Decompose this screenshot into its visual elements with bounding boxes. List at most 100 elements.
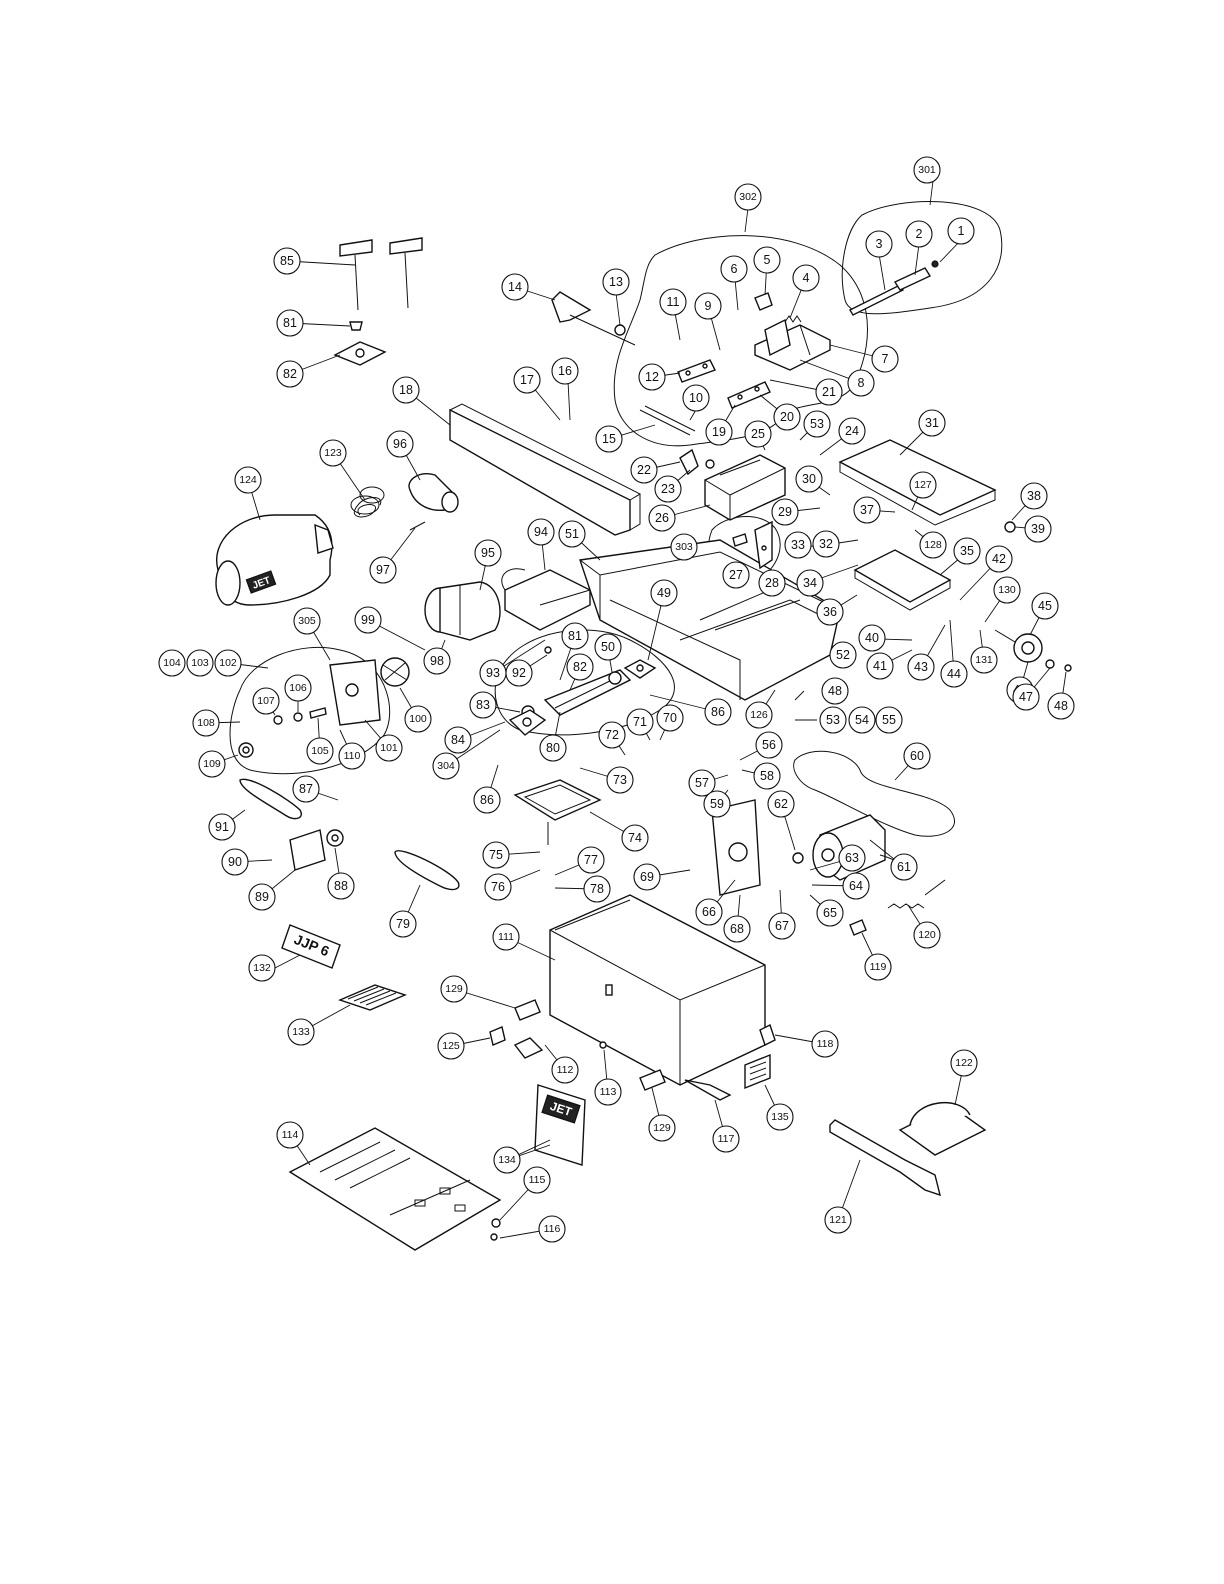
- svg-text:3: 3: [876, 237, 883, 251]
- svg-text:118: 118: [817, 1038, 834, 1050]
- callout-40: 40: [858, 624, 886, 652]
- callout-53-upper: 53: [803, 410, 831, 438]
- callout-53-lower: 53: [819, 706, 847, 734]
- svg-text:70: 70: [663, 711, 677, 725]
- svg-text:95: 95: [481, 546, 495, 560]
- logo-plate-134: JET: [534, 1084, 586, 1166]
- callout-8: 8: [847, 369, 875, 397]
- svg-text:47: 47: [1019, 690, 1033, 704]
- svg-text:52: 52: [836, 648, 850, 662]
- knob-112: [513, 1037, 544, 1059]
- callout-23: 23: [654, 475, 682, 503]
- callout-90: 90: [221, 848, 249, 876]
- svg-text:81: 81: [568, 629, 582, 643]
- t-handle-wrench-85: [339, 237, 423, 311]
- svg-text:22: 22: [637, 463, 651, 477]
- callout-48-right: 48: [1047, 692, 1075, 720]
- svg-text:32: 32: [819, 537, 833, 551]
- callout-60: 60: [903, 742, 931, 770]
- svg-text:59: 59: [710, 797, 724, 811]
- callout-64: 64: [842, 872, 870, 900]
- callout-81-mid: 81: [561, 622, 589, 650]
- callout-74: 74: [621, 824, 649, 852]
- callout-125: 125: [437, 1032, 465, 1060]
- table-slide-35: [853, 549, 952, 611]
- callout-84: 84: [444, 726, 472, 754]
- callout-32: 32: [812, 530, 840, 558]
- svg-text:124: 124: [239, 474, 257, 486]
- callout-10: 10: [682, 384, 710, 412]
- pulley-109: [238, 742, 254, 758]
- svg-text:108: 108: [197, 717, 215, 729]
- callout-71: 71: [626, 708, 654, 736]
- svg-text:92: 92: [512, 666, 526, 680]
- svg-text:4: 4: [803, 271, 810, 285]
- callout-129-upper: 129: [440, 975, 468, 1003]
- callout-95: 95: [474, 539, 502, 567]
- callout-65: 65: [816, 899, 844, 927]
- svg-text:16: 16: [558, 364, 572, 378]
- svg-text:7: 7: [882, 352, 889, 366]
- callout-18: 18: [392, 376, 420, 404]
- callout-13: 13: [602, 268, 630, 296]
- svg-text:120: 120: [918, 929, 936, 941]
- svg-text:38: 38: [1027, 489, 1041, 503]
- callout-59: 59: [703, 790, 731, 818]
- svg-text:121: 121: [829, 1214, 847, 1226]
- svg-text:26: 26: [655, 511, 669, 525]
- svg-text:69: 69: [640, 870, 654, 884]
- pin-15: [639, 405, 696, 436]
- svg-text:71: 71: [633, 715, 647, 729]
- base-plate-114: [288, 1127, 502, 1251]
- svg-text:27: 27: [729, 568, 743, 582]
- screw-81-top: [349, 321, 363, 331]
- lock-block-5: [754, 292, 773, 311]
- callout-12: 12: [638, 363, 666, 391]
- callout-66: 66: [695, 898, 723, 926]
- callout-103: 103: [186, 649, 214, 677]
- callout-78: 78: [583, 875, 611, 903]
- svg-text:116: 116: [544, 1223, 561, 1235]
- svg-text:96: 96: [393, 437, 407, 451]
- callout-14: 14: [501, 273, 529, 301]
- svg-text:129: 129: [653, 1122, 671, 1134]
- svg-text:87: 87: [299, 782, 313, 796]
- handle-118: [759, 1024, 776, 1046]
- callout-93: 93: [479, 659, 507, 687]
- svg-text:110: 110: [344, 750, 361, 762]
- callout-43: 43: [907, 653, 935, 681]
- svg-text:66: 66: [702, 905, 716, 919]
- callout-62: 62: [767, 790, 795, 818]
- screw-113: [599, 1041, 607, 1049]
- svg-text:80: 80: [546, 741, 560, 755]
- svg-text:114: 114: [282, 1129, 299, 1141]
- callout-104: 104: [158, 649, 186, 677]
- svg-text:68: 68: [730, 922, 744, 936]
- svg-text:129: 129: [445, 983, 463, 995]
- impeller-100: [380, 657, 410, 687]
- callout-16: 16: [551, 357, 579, 385]
- svg-text:23: 23: [661, 482, 675, 496]
- callout-123: 123: [319, 439, 347, 467]
- callout-61: 61: [890, 853, 918, 881]
- svg-text:37: 37: [860, 503, 874, 517]
- svg-text:76: 76: [491, 880, 505, 894]
- assembly-outline-60: [793, 750, 956, 837]
- callout-9: 9: [694, 292, 722, 320]
- control-panel-74: [513, 779, 602, 845]
- link-12: [677, 359, 716, 383]
- pulley-88: [326, 829, 344, 847]
- belt-91: [239, 778, 302, 820]
- svg-text:91: 91: [215, 820, 229, 834]
- shaft-3: [849, 260, 939, 316]
- bearing-106: [293, 712, 303, 722]
- callout-50: 50: [594, 633, 622, 661]
- knob-39: [1004, 521, 1016, 533]
- svg-text:74: 74: [628, 831, 642, 845]
- callout-76: 76: [484, 873, 512, 901]
- svg-text:10: 10: [689, 391, 703, 405]
- svg-text:53: 53: [810, 417, 824, 431]
- callout-75: 75: [482, 841, 510, 869]
- lever-14: [551, 291, 636, 346]
- callout-39: 39: [1024, 515, 1052, 543]
